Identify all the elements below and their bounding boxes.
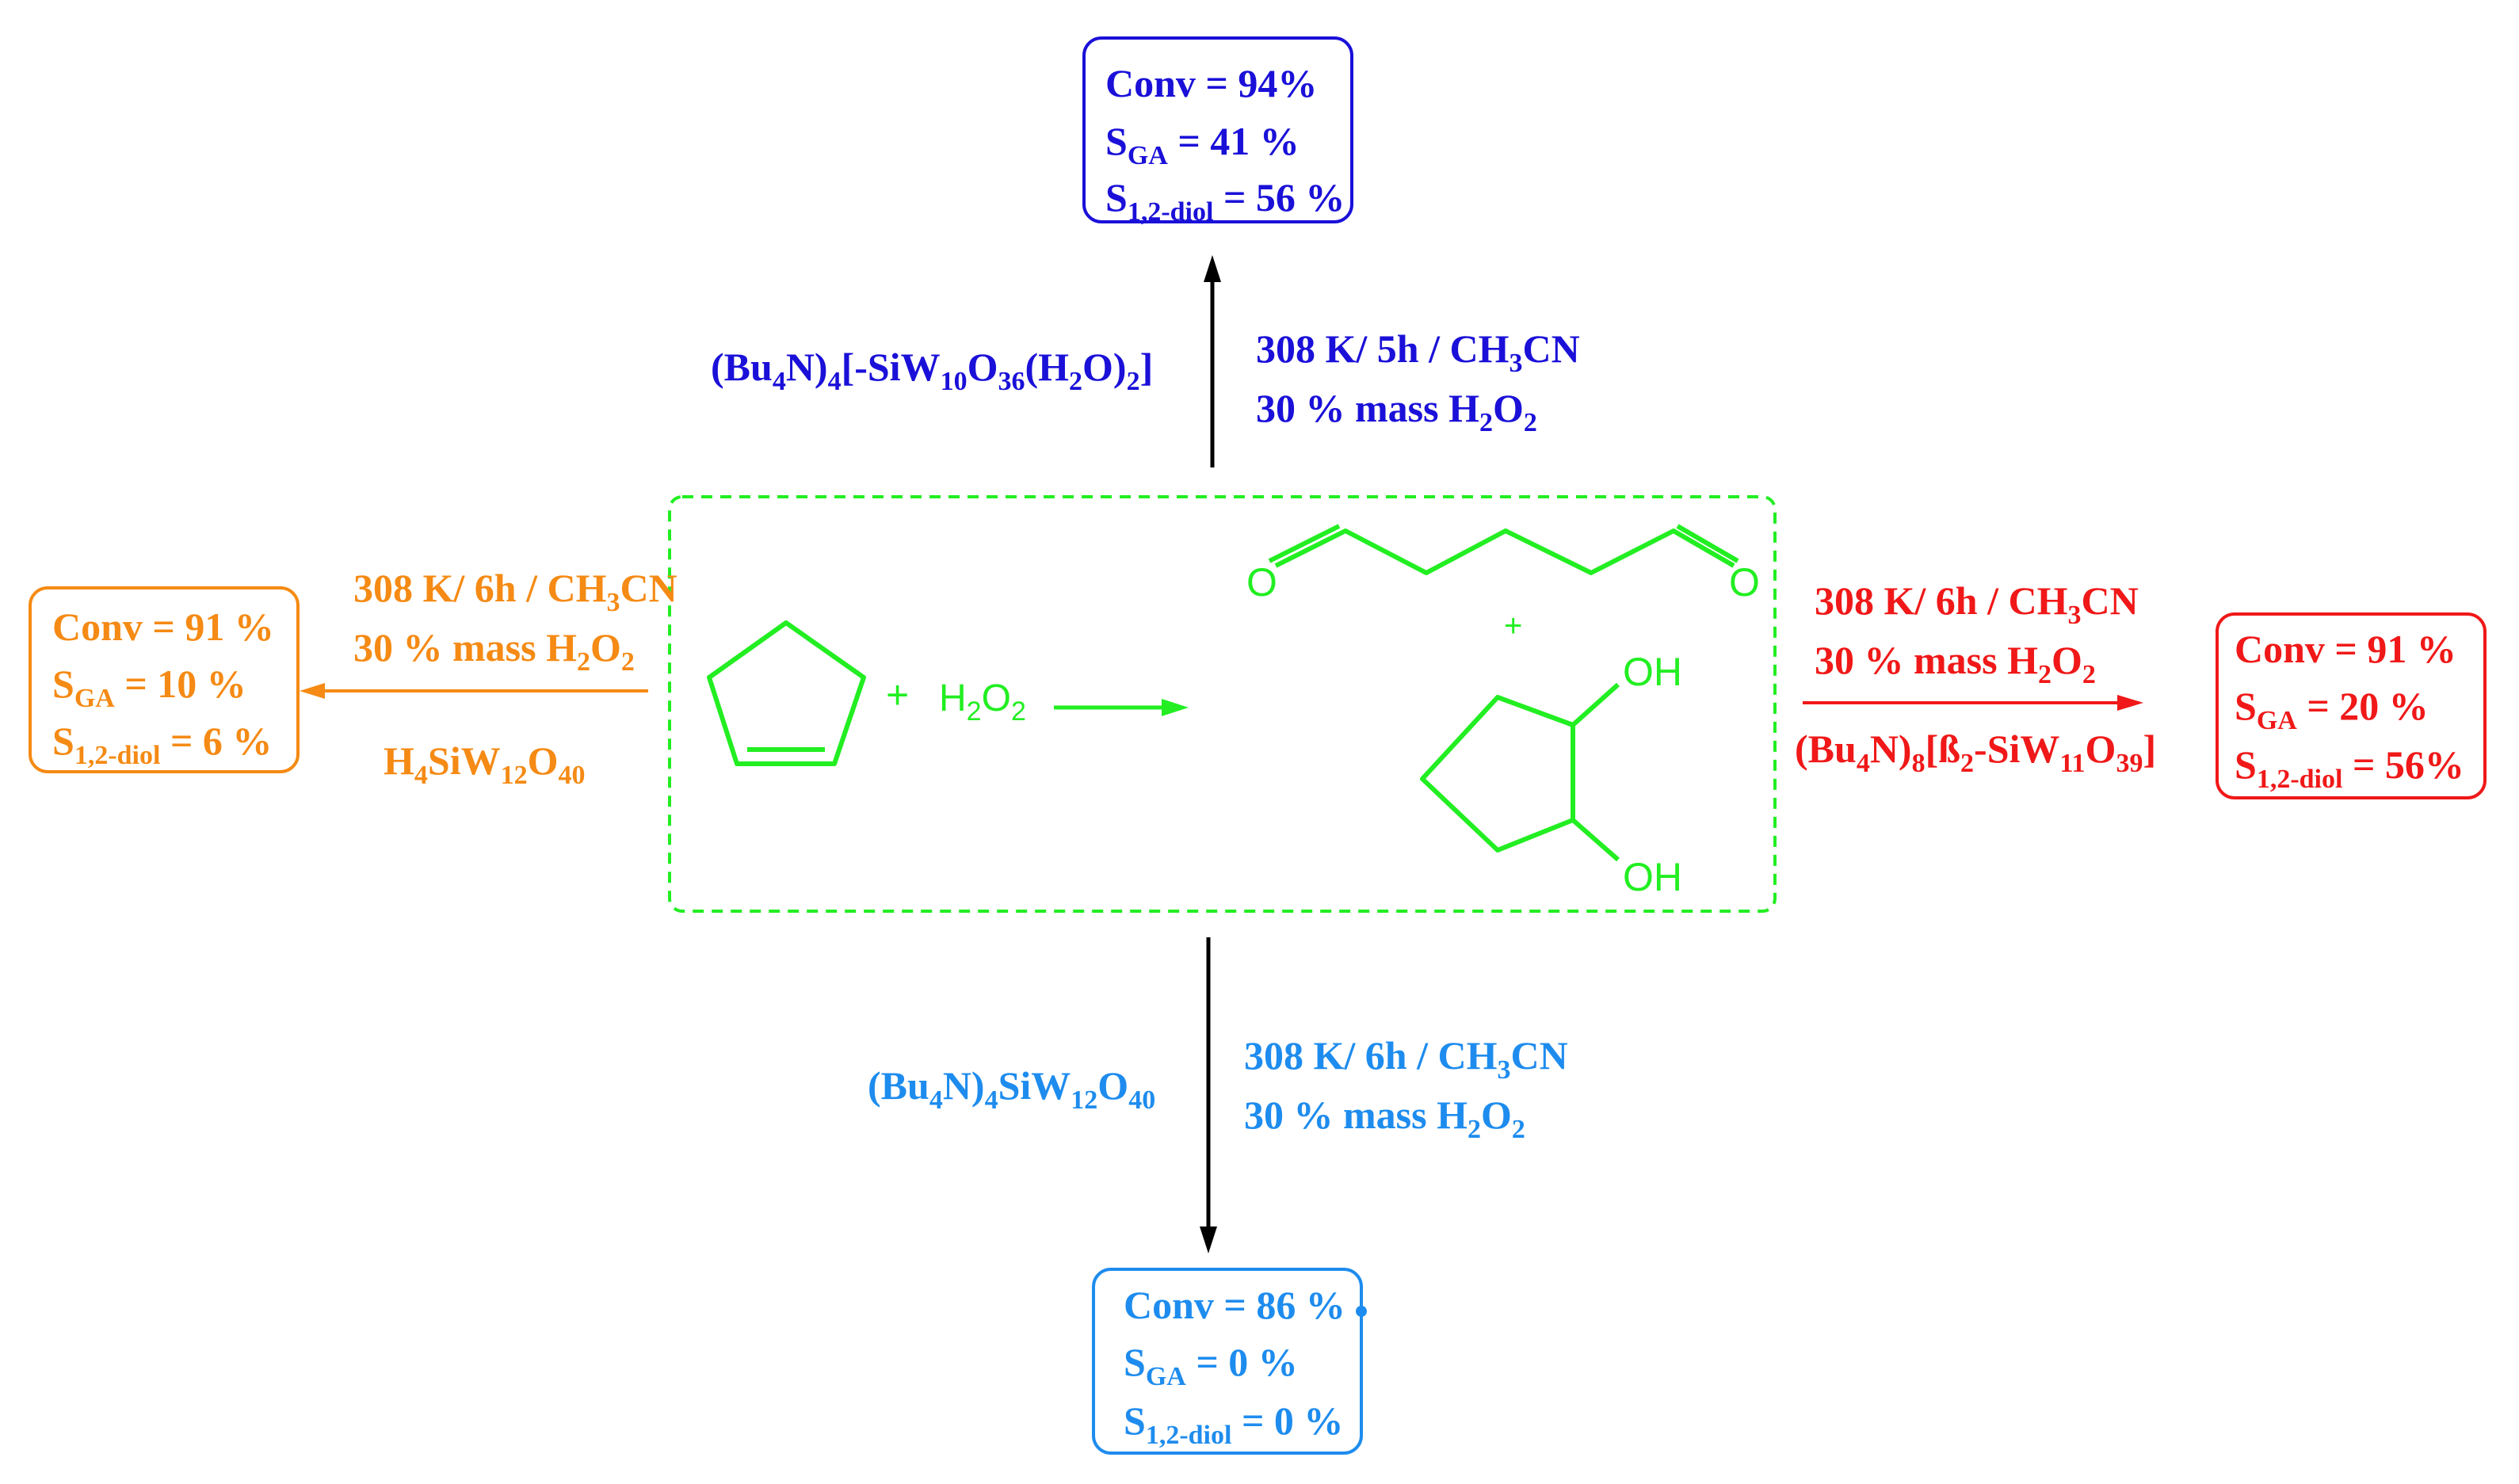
top-catalyst: (Bu4N)4[-SiW10O36(H2O)2] [711,345,1154,396]
right-selectivity-diol: S1,2-diol = 56% [2235,742,2464,794]
left-selectivity-diol: S1,2-diol = 6 % [52,719,273,770]
bottom-selectivity-diol: S1,2-diol = 0 % [1124,1398,1344,1450]
bottom-conditions-temp: 308 K/ 6h / CH3CN [1244,1033,1568,1085]
center-dashed-box [668,495,1777,913]
bottom-conditions-oxidant: 30 % mass H2O2 [1244,1093,1525,1144]
hydroxyl-bottom: OH [1623,855,1682,899]
left-conditions-oxidant: 30 % mass H2O2 [353,625,635,677]
top-conditions-oxidant: 30 % mass H2O2 [1256,386,1537,437]
left-conversion: Conv = 91 % [52,605,274,649]
h2o2-reactant: H2O2 [939,677,1026,727]
right-catalyst: (Bu4N)8[ß2-SiW11O39] [1795,727,2157,778]
glutaraldehyde-structure [1268,524,1739,575]
right-conditions-oxidant: 30 % mass H2O2 [1815,638,2096,689]
top-arrow [1204,255,1221,467]
right-selectivity-ga: SGA = 20 % [2235,684,2429,735]
bottom-box-dot [1356,1306,1367,1317]
top-result-box [1082,36,1353,223]
left-conditions-temp: 308 K/ 6h / CH3CN [353,566,677,617]
cyclopentene-structure [707,620,866,766]
bottom-catalyst: (Bu4N)4SiW12O40 [868,1063,1156,1115]
left-selectivity-ga: SGA = 10 % [52,662,246,713]
left-arrow [300,683,648,699]
center-reaction-arrow [1054,699,1189,716]
aldehyde-oxygen-left: O [1246,560,1277,605]
top-conversion: Conv = 94% [1105,61,1318,105]
bottom-conversion: Conv = 86 % [1124,1283,1345,1327]
plus-sign-products: + [1504,608,1523,643]
plus-sign-reactants: + [886,673,910,717]
bottom-result-box [1092,1268,1363,1455]
right-arrow [1803,695,2143,711]
top-selectivity-diol: S1,2-diol = 56 % [1105,175,1345,227]
left-result-box [29,586,300,773]
top-conditions-temp: 308 K/ 5h / CH3CN [1256,326,1580,378]
bottom-selectivity-ga: SGA = 0 % [1124,1340,1298,1391]
aldehyde-oxygen-right: O [1729,560,1760,605]
right-result-box [2216,612,2487,799]
diol-structure [1420,682,1620,862]
right-conversion: Conv = 91 % [2235,627,2456,671]
top-selectivity-ga: SGA = 41 % [1105,119,1300,170]
bottom-arrow [1200,937,1217,1253]
right-conditions-temp: 308 K/ 6h / CH3CN [1815,578,2139,630]
left-catalyst: H4SiW12O40 [384,738,586,790]
hydroxyl-top: OH [1623,650,1682,694]
